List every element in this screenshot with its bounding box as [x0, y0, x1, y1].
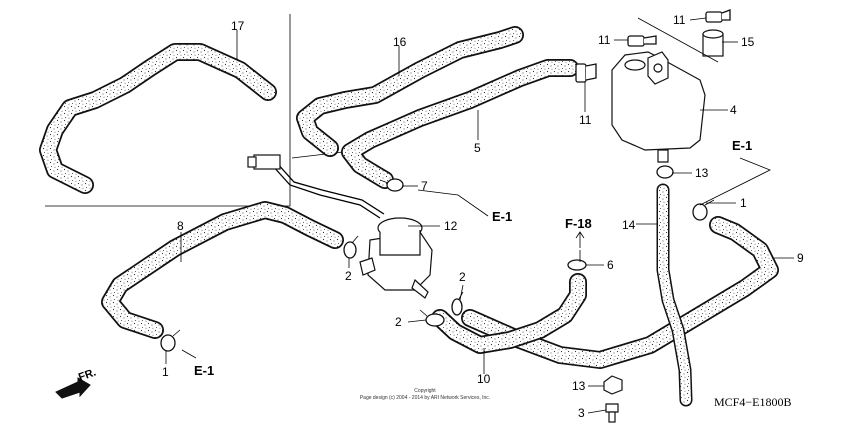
callout-9: 9: [797, 251, 804, 265]
panel-divider-left: [45, 14, 291, 207]
hose-16: [296, 26, 524, 157]
callout-10: 10: [477, 372, 491, 386]
leader-11-right: [689, 17, 707, 21]
frame-line-tank: [637, 17, 719, 63]
callout-13-top: 13: [695, 166, 709, 180]
clip-6: [567, 259, 587, 271]
f18-arrow-icon: [575, 231, 585, 248]
callout-2-upper: 2: [459, 270, 466, 284]
callout-1-right: 1: [740, 196, 747, 210]
callout-2-mid: 2: [345, 269, 352, 283]
callout-17: 17: [231, 19, 245, 33]
clip-1-right: [692, 199, 715, 221]
clip-7: [379, 178, 404, 192]
front-arrow-icon: [55, 377, 91, 399]
ref-arrow-e1-mid: [417, 189, 489, 217]
callout-4: 4: [730, 103, 737, 117]
air-reservoir-tank-4: [611, 51, 706, 163]
copyright-line2: Page design (c) 2004 - 2014 by ARI Netwo…: [360, 395, 490, 401]
callout-11-left: 11: [598, 33, 611, 47]
ref-e1-top: E-1: [732, 138, 752, 153]
callout-11-right: 11: [673, 13, 686, 27]
ref-e1-bottom: E-1: [194, 363, 214, 378]
leader-3: [587, 409, 607, 414]
callout-13-bottom: 13: [572, 379, 586, 393]
hose-5: [341, 59, 579, 189]
clamp-11-right: [705, 9, 731, 23]
ref-e1-mid: E-1: [492, 209, 512, 224]
callout-3: 3: [578, 406, 585, 420]
cap-15: [702, 29, 724, 57]
callout-14: 14: [622, 218, 636, 232]
bolt-3: [605, 403, 619, 423]
callout-15: 15: [741, 35, 755, 49]
callout-6: 6: [607, 258, 614, 272]
hose-17: [39, 43, 277, 194]
hose-8: [101, 201, 344, 339]
ref-arrow-e1-bottom: [181, 349, 197, 359]
air-injection-valve-12: [359, 217, 433, 299]
callout-5: 5: [474, 141, 481, 155]
wire-harness: [247, 154, 385, 219]
callout-12: 12: [444, 219, 458, 233]
callout-1-left: 1: [162, 365, 169, 379]
front-label: FR.: [77, 366, 98, 383]
clip-1-left: [160, 329, 181, 352]
hose-9: [461, 216, 779, 369]
clamp-11-left: [627, 35, 657, 47]
ref-arrow-e1-top: [699, 157, 771, 206]
leader-2-lower: [407, 319, 427, 323]
callout-8: 8: [177, 219, 184, 233]
nut-13-bottom: [603, 375, 623, 395]
diagram-code: MCF4−E1800B: [714, 395, 791, 409]
callout-2-lower: 2: [395, 315, 402, 329]
clip-2-upper: [451, 291, 464, 316]
clamp-13-top: [656, 165, 674, 179]
copyright-line1: Copyright: [414, 388, 436, 394]
hose-10: [431, 273, 587, 354]
clip-2-mid: [343, 235, 359, 259]
callout-16: 16: [393, 35, 407, 49]
leader-2-upper: [459, 284, 464, 301]
callout-11-mid: 11: [579, 113, 592, 127]
ref-f18: F-18: [565, 216, 592, 231]
callout-7: 7: [421, 179, 428, 193]
hose-14: [656, 183, 693, 407]
clamp-11-mid: [575, 63, 597, 83]
